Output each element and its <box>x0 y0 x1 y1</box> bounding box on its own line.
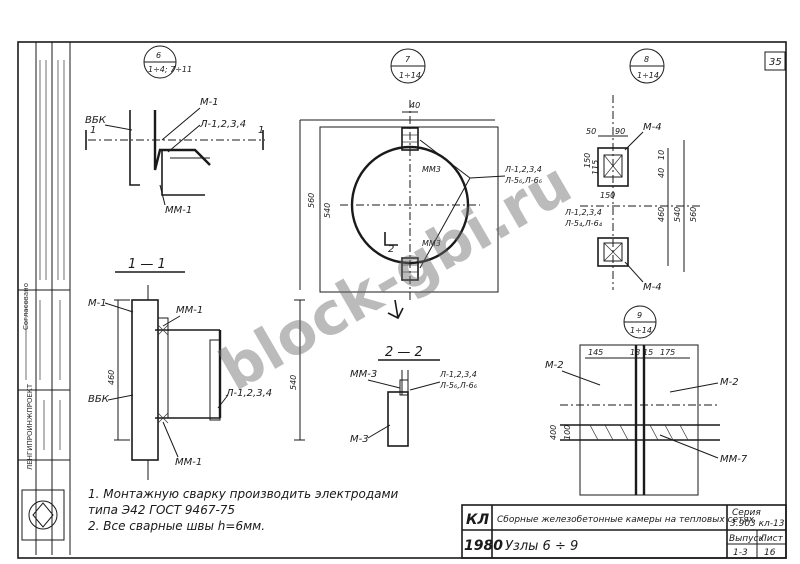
d7-l56: Л-5₆,Л-6₆ <box>504 176 543 185</box>
arrow-2-label: 2 <box>388 244 394 255</box>
d8-l1234: Л-1,2,3,4 <box>564 208 602 217</box>
note-1b: типа Э42 ГОСТ 9467-75 <box>88 503 235 517</box>
dim-560-d8: 560 <box>689 207 698 222</box>
tb-code: КЛ <box>466 512 489 528</box>
stamp-org: ЛЕНГИПРОИНЖПРОЕКТ <box>26 383 34 470</box>
page-number: 35 <box>769 57 782 68</box>
dim-540-d8: 540 <box>673 207 682 222</box>
label-l1234: Л-1,2,3,4 <box>199 119 246 130</box>
callout-9-ref: 1÷14 <box>630 326 652 335</box>
dim-18-d9: 18 <box>630 348 640 357</box>
svg-text:6: 6 <box>156 51 161 60</box>
tb-year: 1980 <box>464 538 503 554</box>
d9-m2-right: М-2 <box>720 377 739 388</box>
dim-560-d7: 560 <box>307 193 316 208</box>
sec11-vbk: ВБК <box>88 394 110 405</box>
tb-series-label: Серия <box>732 508 761 518</box>
dim-540-sec11: 540 <box>289 375 298 390</box>
side-stamp: ЛЕНГИПРОИНЖПРОЕКТ Согласовано <box>18 42 71 555</box>
dim-145-d9: 145 <box>588 348 603 357</box>
detail-9: 9 1÷14 145 18 15 175 400 100 М-2 М-2 ММ-… <box>545 305 748 496</box>
dim-460-sec11: 460 <box>107 370 116 385</box>
tb-sheet-name: Узлы 6 ÷ 9 <box>505 539 578 554</box>
sec11-mm1-top: ММ-1 <box>176 305 203 316</box>
dim-90-d8: 90 <box>615 127 625 136</box>
tb-issue-label: Выпуск <box>729 534 764 544</box>
sec11-l1234: Л-1,2,3,4 <box>225 388 272 399</box>
dim-50-d8: 50 <box>586 127 596 136</box>
d7-l1234: Л-1,2,3,4 <box>504 165 542 174</box>
label-mm1: ММ-1 <box>165 205 192 216</box>
sec22-m3: М-3 <box>350 434 369 445</box>
sec11-m1: М-1 <box>88 298 107 309</box>
dim-540-d7: 540 <box>323 203 332 218</box>
tb-page-value: 16 <box>764 548 776 558</box>
svg-text:7: 7 <box>405 55 411 64</box>
section-1-1-title: 1 — 1 <box>128 257 166 272</box>
d9-m2-left: М-2 <box>545 360 564 371</box>
dim-15-d9: 15 <box>643 348 653 357</box>
notes: 1. Монтажную сварку производить электрод… <box>88 487 399 533</box>
tb-series-value: 3.903 кл-13 <box>730 519 785 529</box>
dim-10-d8: 10 <box>657 150 666 160</box>
detail-7: 7 1÷14 40 560 540 ММ3 ММ3 Л-1,2,3,4 Л-5₆… <box>299 48 543 320</box>
section-2-2-title: 2 — 2 <box>385 345 423 360</box>
dim-100-d9: 100 <box>563 425 572 440</box>
org-seal-icon <box>28 500 58 530</box>
tb-page-label: Лист <box>759 534 784 544</box>
dim-400-d9: 400 <box>549 425 558 440</box>
callout-6-ref: 1÷4; 7÷11 <box>148 65 192 74</box>
dim-40-d8: 40 <box>657 168 666 178</box>
d8-l56: Л-5₄,Л-6₄ <box>564 219 603 228</box>
dim-115-d8: 115 <box>591 160 600 175</box>
dim-175-d9: 175 <box>660 348 675 357</box>
svg-text:9: 9 <box>637 311 642 320</box>
label-m1: М-1 <box>200 97 219 108</box>
cut-1-left: 1 <box>90 125 96 136</box>
sec22-l56: Л-5₆,Л-6₆ <box>439 381 478 390</box>
d7-mm3-bottom: ММ3 <box>422 239 441 248</box>
sec22-mm3: ММ-3 <box>350 369 377 380</box>
d7-mm3-top: ММ3 <box>422 165 441 174</box>
detail-8: 8 1÷14 50 90 150 150 115 10 40 460 540 5… <box>564 48 700 293</box>
dim-40-d7: 40 <box>410 101 420 110</box>
d9-mm7: ММ-7 <box>720 454 748 465</box>
sec22-l1234: Л-1,2,3,4 <box>439 370 477 379</box>
sheet-frame: 35 <box>17 41 787 559</box>
dim-460-d8: 460 <box>657 207 666 222</box>
callout-8-ref: 1÷14 <box>637 71 659 80</box>
svg-text:8: 8 <box>644 55 649 64</box>
dim-150-d8: 150 <box>600 191 615 200</box>
callout-7-ref: 1÷14 <box>399 71 421 80</box>
note-1: 1. Монтажную сварку производить электрод… <box>88 487 399 501</box>
note-2: 2. Все сварные швы h=6мм. <box>88 519 265 533</box>
label-vbk: ВБК <box>85 115 107 126</box>
sec11-mm1-bottom: ММ-1 <box>175 457 202 468</box>
section-1-1: 1 — 1 460 540 М-1 ММ-1 ВБК Л-1,2,3,4 ММ-… <box>88 257 305 480</box>
dim-150-d8b: 150 <box>583 153 592 168</box>
watermark: block-gbi.ru <box>208 149 582 404</box>
section-2-2: 2 — 2 ММ-3 М-3 Л-1,2,3,4 Л-5₆,Л-6₆ <box>350 345 478 447</box>
d8-m4-top: М-4 <box>643 122 662 133</box>
tb-title: Сборные железобетонные камеры на тепловы… <box>497 515 755 525</box>
detail-6: 6 1÷4; 7÷11 1 1 ВБК М-1 Л-1,2,3,4 ММ-1 <box>85 45 265 216</box>
cut-1-right: 1 <box>258 125 264 136</box>
d8-m4-bottom: М-4 <box>643 282 662 293</box>
title-block: КЛ Сборные железобетонные камеры на тепл… <box>461 504 787 559</box>
tb-issue-value: 1-3 <box>733 548 748 558</box>
